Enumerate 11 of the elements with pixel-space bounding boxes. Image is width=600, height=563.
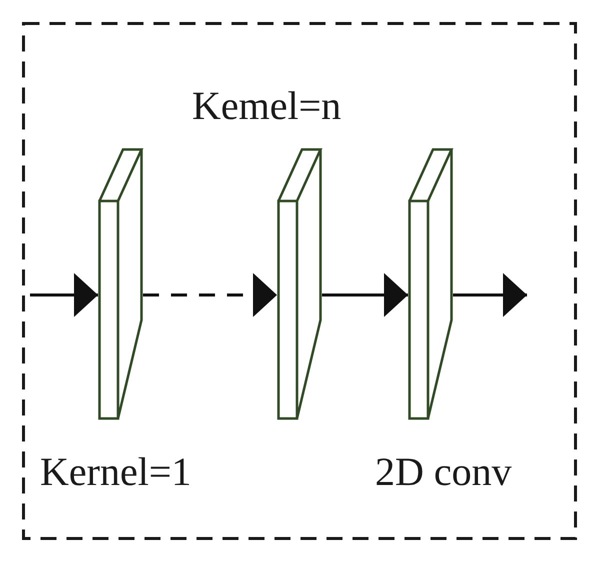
arrow bbox=[322, 273, 408, 317]
layer-slab bbox=[277, 148, 322, 420]
arrow bbox=[30, 273, 98, 317]
layer-label: Kernel=1 bbox=[40, 452, 192, 492]
layer-slab bbox=[98, 148, 143, 420]
dashed-frame bbox=[22, 22, 577, 540]
arrow bbox=[453, 273, 527, 317]
layer-label: Kemel=n bbox=[192, 86, 342, 126]
arrow bbox=[143, 273, 277, 317]
layer-label: 2D conv bbox=[375, 452, 512, 492]
layer-slab bbox=[408, 148, 453, 420]
